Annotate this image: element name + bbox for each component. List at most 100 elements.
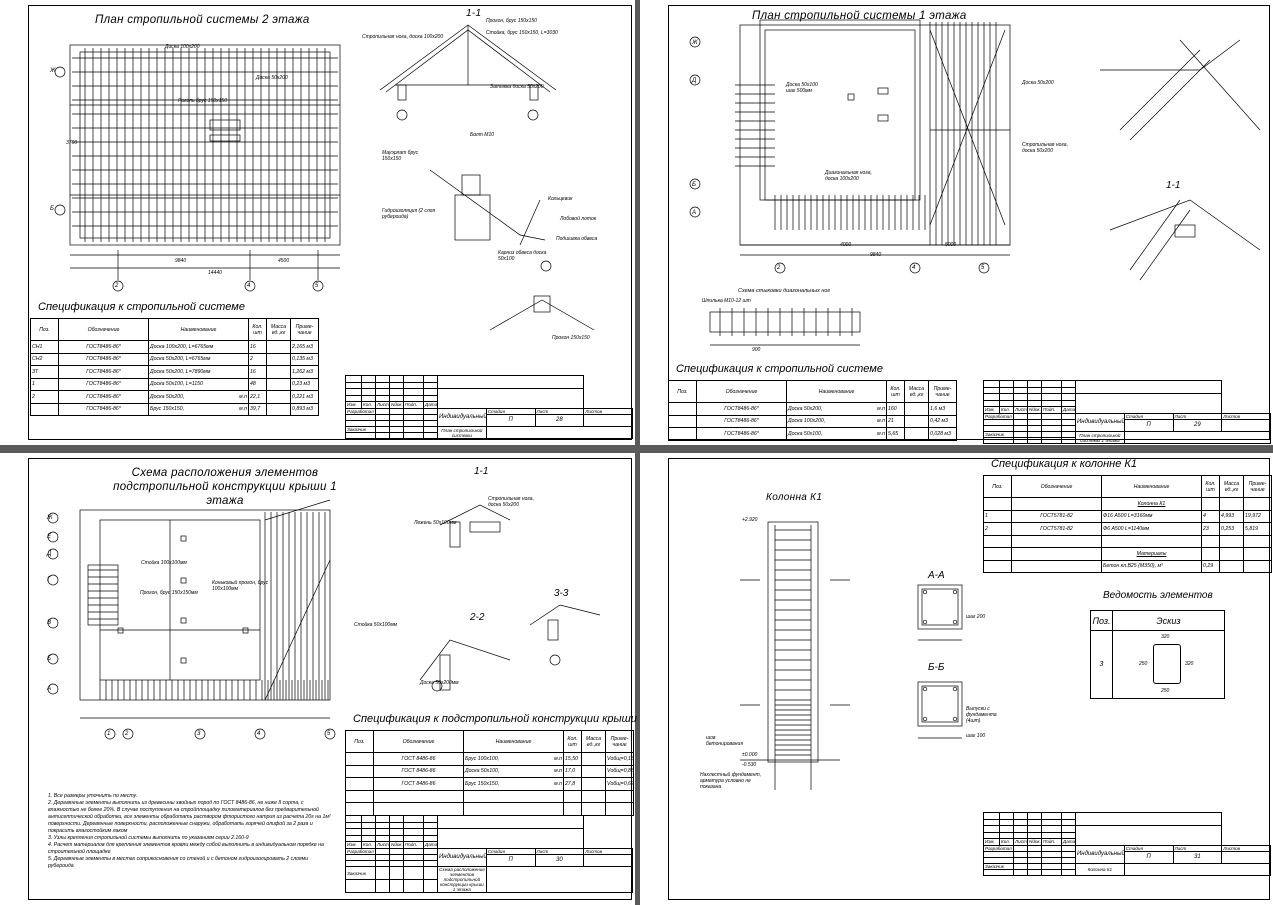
material-qty: 0,29 [1201, 559, 1220, 573]
name-cell: Ф6 А500 L=1140мм [1101, 522, 1202, 536]
material-name: Бетон кл.В25 (М350), м³ [1101, 559, 1202, 573]
stage-value: П [1123, 418, 1174, 433]
column-header: Приме- чание [605, 730, 634, 753]
line [921, 685, 959, 723]
dimension: 9840 [870, 252, 882, 258]
name-text: Доска 50х100, [788, 430, 823, 437]
name-cell: Брус 150х150,м.п [148, 402, 249, 416]
cell [436, 828, 585, 849]
rebar-dot [952, 716, 958, 722]
column-header: Масса ед.,кг [1219, 475, 1244, 498]
note: 4. Расчет материалов для крепления элеме… [48, 842, 324, 855]
cell [1243, 547, 1272, 561]
revision-header: Nдок. [1027, 406, 1042, 414]
line [877, 114, 889, 122]
column-header: Масса ед.,кг [904, 380, 929, 403]
note-cell: Vобщ=0,155м³ [605, 752, 634, 766]
annotation: Нахлестный фундамент, арматура условно н… [700, 772, 762, 790]
wall [397, 84, 407, 101]
axis-bubble [47, 512, 59, 524]
cell [423, 879, 438, 894]
section-label: 1-1 [474, 466, 489, 477]
column-header: Обозначение [1011, 475, 1102, 498]
spec-title: Спецификация к стропильной системе [676, 363, 883, 375]
cell [485, 426, 634, 440]
group-row: Материалы [983, 547, 1272, 561]
name-cell: Доска 50х200, L=6765мм [148, 352, 249, 366]
designation-cell: ГОСТ 8486-86 [373, 777, 464, 791]
note-cell: 5,819 [1243, 522, 1272, 536]
cell [1011, 559, 1102, 573]
axis-label: Б [692, 182, 696, 188]
section-label: 1-1 [466, 8, 482, 19]
wall [529, 84, 539, 101]
frame [668, 5, 1270, 440]
note-cell [605, 789, 634, 803]
line [759, 19, 921, 201]
cell [423, 821, 438, 829]
qty-cell: 23 [1201, 522, 1220, 536]
mass-cell [581, 802, 606, 816]
post [180, 577, 187, 584]
mass-cell [581, 777, 606, 791]
mass-cell: 0,253 [1219, 522, 1244, 536]
revision-header: Дата [1061, 406, 1076, 414]
cell [1074, 380, 1223, 394]
qty-cell [563, 802, 582, 816]
axis-label: 5 [981, 265, 985, 271]
stage-value: П [1123, 850, 1174, 865]
cell [1041, 437, 1062, 445]
elevation: ±0.000 [742, 752, 758, 758]
line [1174, 224, 1196, 238]
cell [423, 834, 438, 842]
frame [28, 5, 632, 440]
pos-cell [345, 777, 374, 791]
annotation: Доска 50х100 шаг 500мм [786, 82, 818, 94]
dimension: 900 [752, 347, 761, 353]
drawing-title: Колонна К1 [766, 492, 823, 503]
axis-bubble [527, 109, 539, 121]
cell [983, 497, 1012, 511]
unit-text: м.п [554, 755, 562, 762]
sheet-number: 31 [1172, 850, 1223, 865]
column-header: Обозначение [373, 730, 464, 753]
note-cell: 1,262 м3 [290, 365, 319, 379]
unit-text: м.п [554, 768, 562, 775]
column-header: Приме- чание [928, 380, 957, 403]
substructure-plan [47, 499, 601, 740]
name-cell: Брус 100х100,м.п [463, 752, 564, 766]
rebar-dot [922, 686, 928, 692]
title-block-row [983, 812, 1271, 826]
name-cell [463, 789, 564, 803]
sheets-count [1221, 418, 1271, 433]
mass-cell [266, 365, 291, 379]
spec-title: Спецификация к колонне К1 [991, 458, 1138, 470]
line [519, 199, 541, 246]
note-cell [605, 802, 634, 816]
revision-header: Лист [1013, 406, 1028, 414]
drawing-title: План стропильной системы 1 этажа [752, 10, 967, 22]
post [180, 657, 187, 664]
cell [423, 859, 438, 868]
note: 1. Все размеры уточнить по месту. [48, 793, 138, 799]
developed-label: Разработал [983, 412, 1014, 420]
sheet-number: 30 [534, 853, 585, 868]
axis-bubble [47, 683, 59, 695]
diagonal [264, 559, 331, 701]
stage-value: П [485, 853, 536, 868]
note-cell: 0,23 м3 [290, 377, 319, 391]
name-text: Доска 50х200, [150, 393, 185, 400]
cell [1219, 547, 1244, 561]
table-row [345, 789, 634, 803]
line [439, 654, 451, 691]
section-3-3 [529, 604, 601, 626]
post [117, 627, 124, 634]
annotation: Диагональная нога, доска 100х200 [825, 170, 872, 182]
